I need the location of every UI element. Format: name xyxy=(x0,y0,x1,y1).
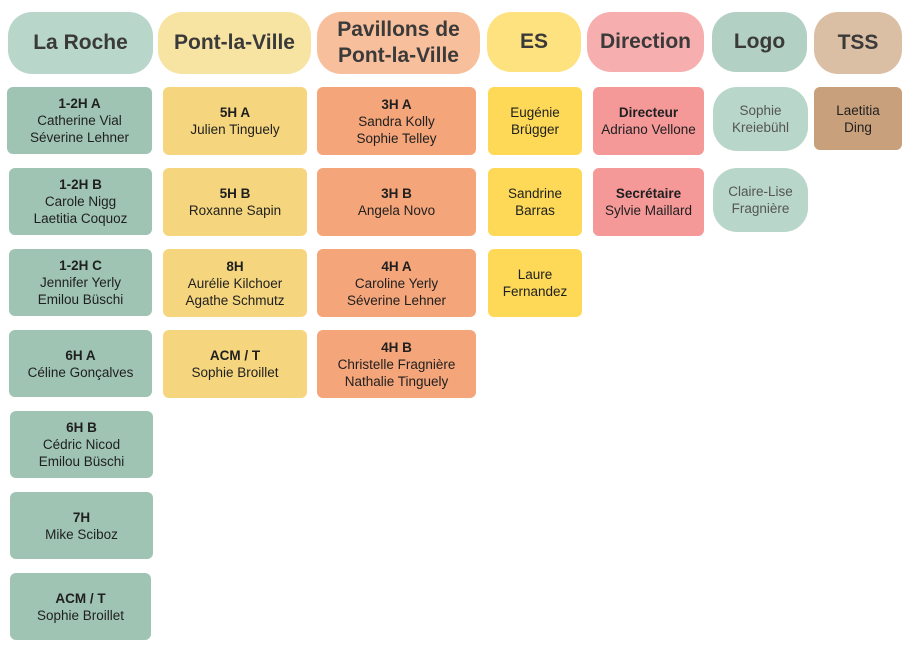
class-card-acm-t: ACM / T Sophie Broillet xyxy=(163,330,307,398)
class-title: 8H xyxy=(226,258,244,274)
class-card-1-2h-b: 1-2H B Carole Nigg Laetitia Coquoz xyxy=(9,168,152,235)
teacher-name: Catherine Vial xyxy=(37,113,122,128)
header-label: Logo xyxy=(733,30,786,53)
direction-card-directeur: Directeur Adriano Vellone xyxy=(593,87,704,155)
header-label-line2: Pont-la-Ville xyxy=(338,44,459,67)
teacher-name: Emilou Büschi xyxy=(38,454,125,469)
class-title: 7H xyxy=(72,509,91,525)
class-card-acm-t: ACM / T Sophie Broillet xyxy=(10,573,151,640)
teacher-name: Emilou Büschi xyxy=(37,292,124,307)
class-title: 6H A xyxy=(65,347,96,363)
header-label: TSS xyxy=(837,31,879,54)
class-card-4h-b: 4H B Christelle Fragnière Nathalie Tingu… xyxy=(317,330,476,398)
teacher-name: Caroline Yerly xyxy=(354,275,439,291)
teacher-name: Céline Gonçalves xyxy=(27,364,134,380)
class-title: 5H B xyxy=(219,186,251,201)
class-card-8h: 8H Aurélie Kilchoer Agathe Schmutz xyxy=(163,249,307,317)
teacher-name: Laetitia Coquoz xyxy=(33,211,128,226)
header-es: ES xyxy=(487,12,581,72)
class-card-6h-b: 6H B Cédric Nicod Emilou Büschi xyxy=(10,411,153,478)
class-card-4h-a: 4H A Caroline Yerly Séverine Lehner xyxy=(317,249,476,317)
class-card-3h-a: 3H A Sandra Kolly Sophie Telley xyxy=(317,87,476,155)
staff-name: Ding xyxy=(844,119,872,135)
class-card-3h-b: 3H B Angela Novo xyxy=(317,168,476,236)
class-card-7h: 7H Mike Sciboz xyxy=(10,492,153,559)
teacher-name: Roxanne Sapin xyxy=(188,203,282,218)
header-tss: TSS xyxy=(814,12,902,74)
staff-name: Laetitia xyxy=(836,102,880,118)
header-label: Pont-la-Ville xyxy=(174,31,295,54)
staff-name: Sophie xyxy=(739,103,782,118)
teacher-name: Sandra Kolly xyxy=(358,113,435,129)
staff-name: Sandrine xyxy=(507,186,563,201)
es-card: Eugénie Brügger xyxy=(488,87,582,155)
staff-name: Eugénie xyxy=(510,105,560,120)
class-title: 1-2H C xyxy=(59,258,102,273)
staff-name: Fernandez xyxy=(502,284,568,299)
staff-name: Sylvie Maillard xyxy=(604,203,693,218)
es-card: Sandrine Barras xyxy=(488,168,582,236)
teacher-name: Sophie Broillet xyxy=(191,365,279,380)
staff-name: Fragnière xyxy=(731,201,790,216)
teacher-name: Agathe Schmutz xyxy=(185,292,285,308)
class-card-5h-b: 5H B Roxanne Sapin xyxy=(163,168,307,236)
teacher-name: Jennifer Yerly xyxy=(39,275,122,290)
header-label: ES xyxy=(519,30,548,53)
staff-name: Claire-Lise xyxy=(728,184,793,199)
role-title: Directeur xyxy=(618,105,679,120)
teacher-name: Julien Tinguely xyxy=(190,122,280,137)
class-card-1-2h-c: 1-2H C Jennifer Yerly Emilou Büschi xyxy=(9,249,152,316)
class-title: ACM / T xyxy=(55,590,106,606)
header-pavillons: Pavillons de Pont-la-Ville xyxy=(317,12,480,74)
header-pont-la-ville: Pont-la-Ville xyxy=(158,12,311,74)
es-card: Laure Fernandez xyxy=(488,249,582,317)
header-label: Direction xyxy=(599,30,691,53)
teacher-name: Sophie Telley xyxy=(356,130,437,146)
teacher-name: Nathalie Tinguely xyxy=(344,373,449,389)
staff-name: Adriano Vellone xyxy=(601,122,696,137)
header-logo: Logo xyxy=(712,12,807,72)
class-title: 1-2H B xyxy=(59,177,102,192)
staff-name: Brügger xyxy=(510,122,560,137)
teacher-name: Christelle Fragnière xyxy=(337,356,456,372)
class-title: 6H B xyxy=(66,420,97,435)
teacher-name: Séverine Lehner xyxy=(29,130,130,145)
teacher-name: Aurélie Kilchoer xyxy=(187,275,283,291)
header-la-roche: La Roche xyxy=(8,12,153,74)
header-label: La Roche xyxy=(33,31,128,54)
role-title: Secrétaire xyxy=(615,186,682,201)
class-card-1-2h-a: 1-2H A Catherine Vial Séverine Lehner xyxy=(7,87,152,154)
class-title: 1-2H A xyxy=(58,96,101,111)
direction-card-secretaire: Secrétaire Sylvie Maillard xyxy=(593,168,704,236)
staff-name: Barras xyxy=(515,203,555,218)
teacher-name: Carole Nigg xyxy=(44,194,117,209)
header-label-line1: Pavillons de xyxy=(337,18,460,41)
teacher-name: Mike Sciboz xyxy=(45,526,118,542)
tss-card: Laetitia Ding xyxy=(814,87,902,150)
class-title: 4H A xyxy=(381,258,412,274)
header-direction: Direction xyxy=(587,12,704,72)
class-title: ACM / T xyxy=(209,348,261,363)
staff-name: Laure xyxy=(517,267,553,282)
class-title: 5H A xyxy=(219,105,251,120)
logo-card: Claire-Lise Fragnière xyxy=(713,168,808,232)
staff-name: Kreiebühl xyxy=(731,120,790,135)
teacher-name: Cédric Nicod xyxy=(42,437,121,452)
class-card-5h-a: 5H A Julien Tinguely xyxy=(163,87,307,155)
logo-card: Sophie Kreiebühl xyxy=(713,87,808,151)
teacher-name: Séverine Lehner xyxy=(346,292,447,308)
teacher-name: Angela Novo xyxy=(357,203,436,218)
teacher-name: Sophie Broillet xyxy=(36,607,125,623)
class-card-6h-a: 6H A Céline Gonçalves xyxy=(9,330,152,397)
class-title: 3H A xyxy=(381,96,412,112)
class-title: 4H B xyxy=(381,339,412,355)
class-title: 3H B xyxy=(381,186,412,201)
